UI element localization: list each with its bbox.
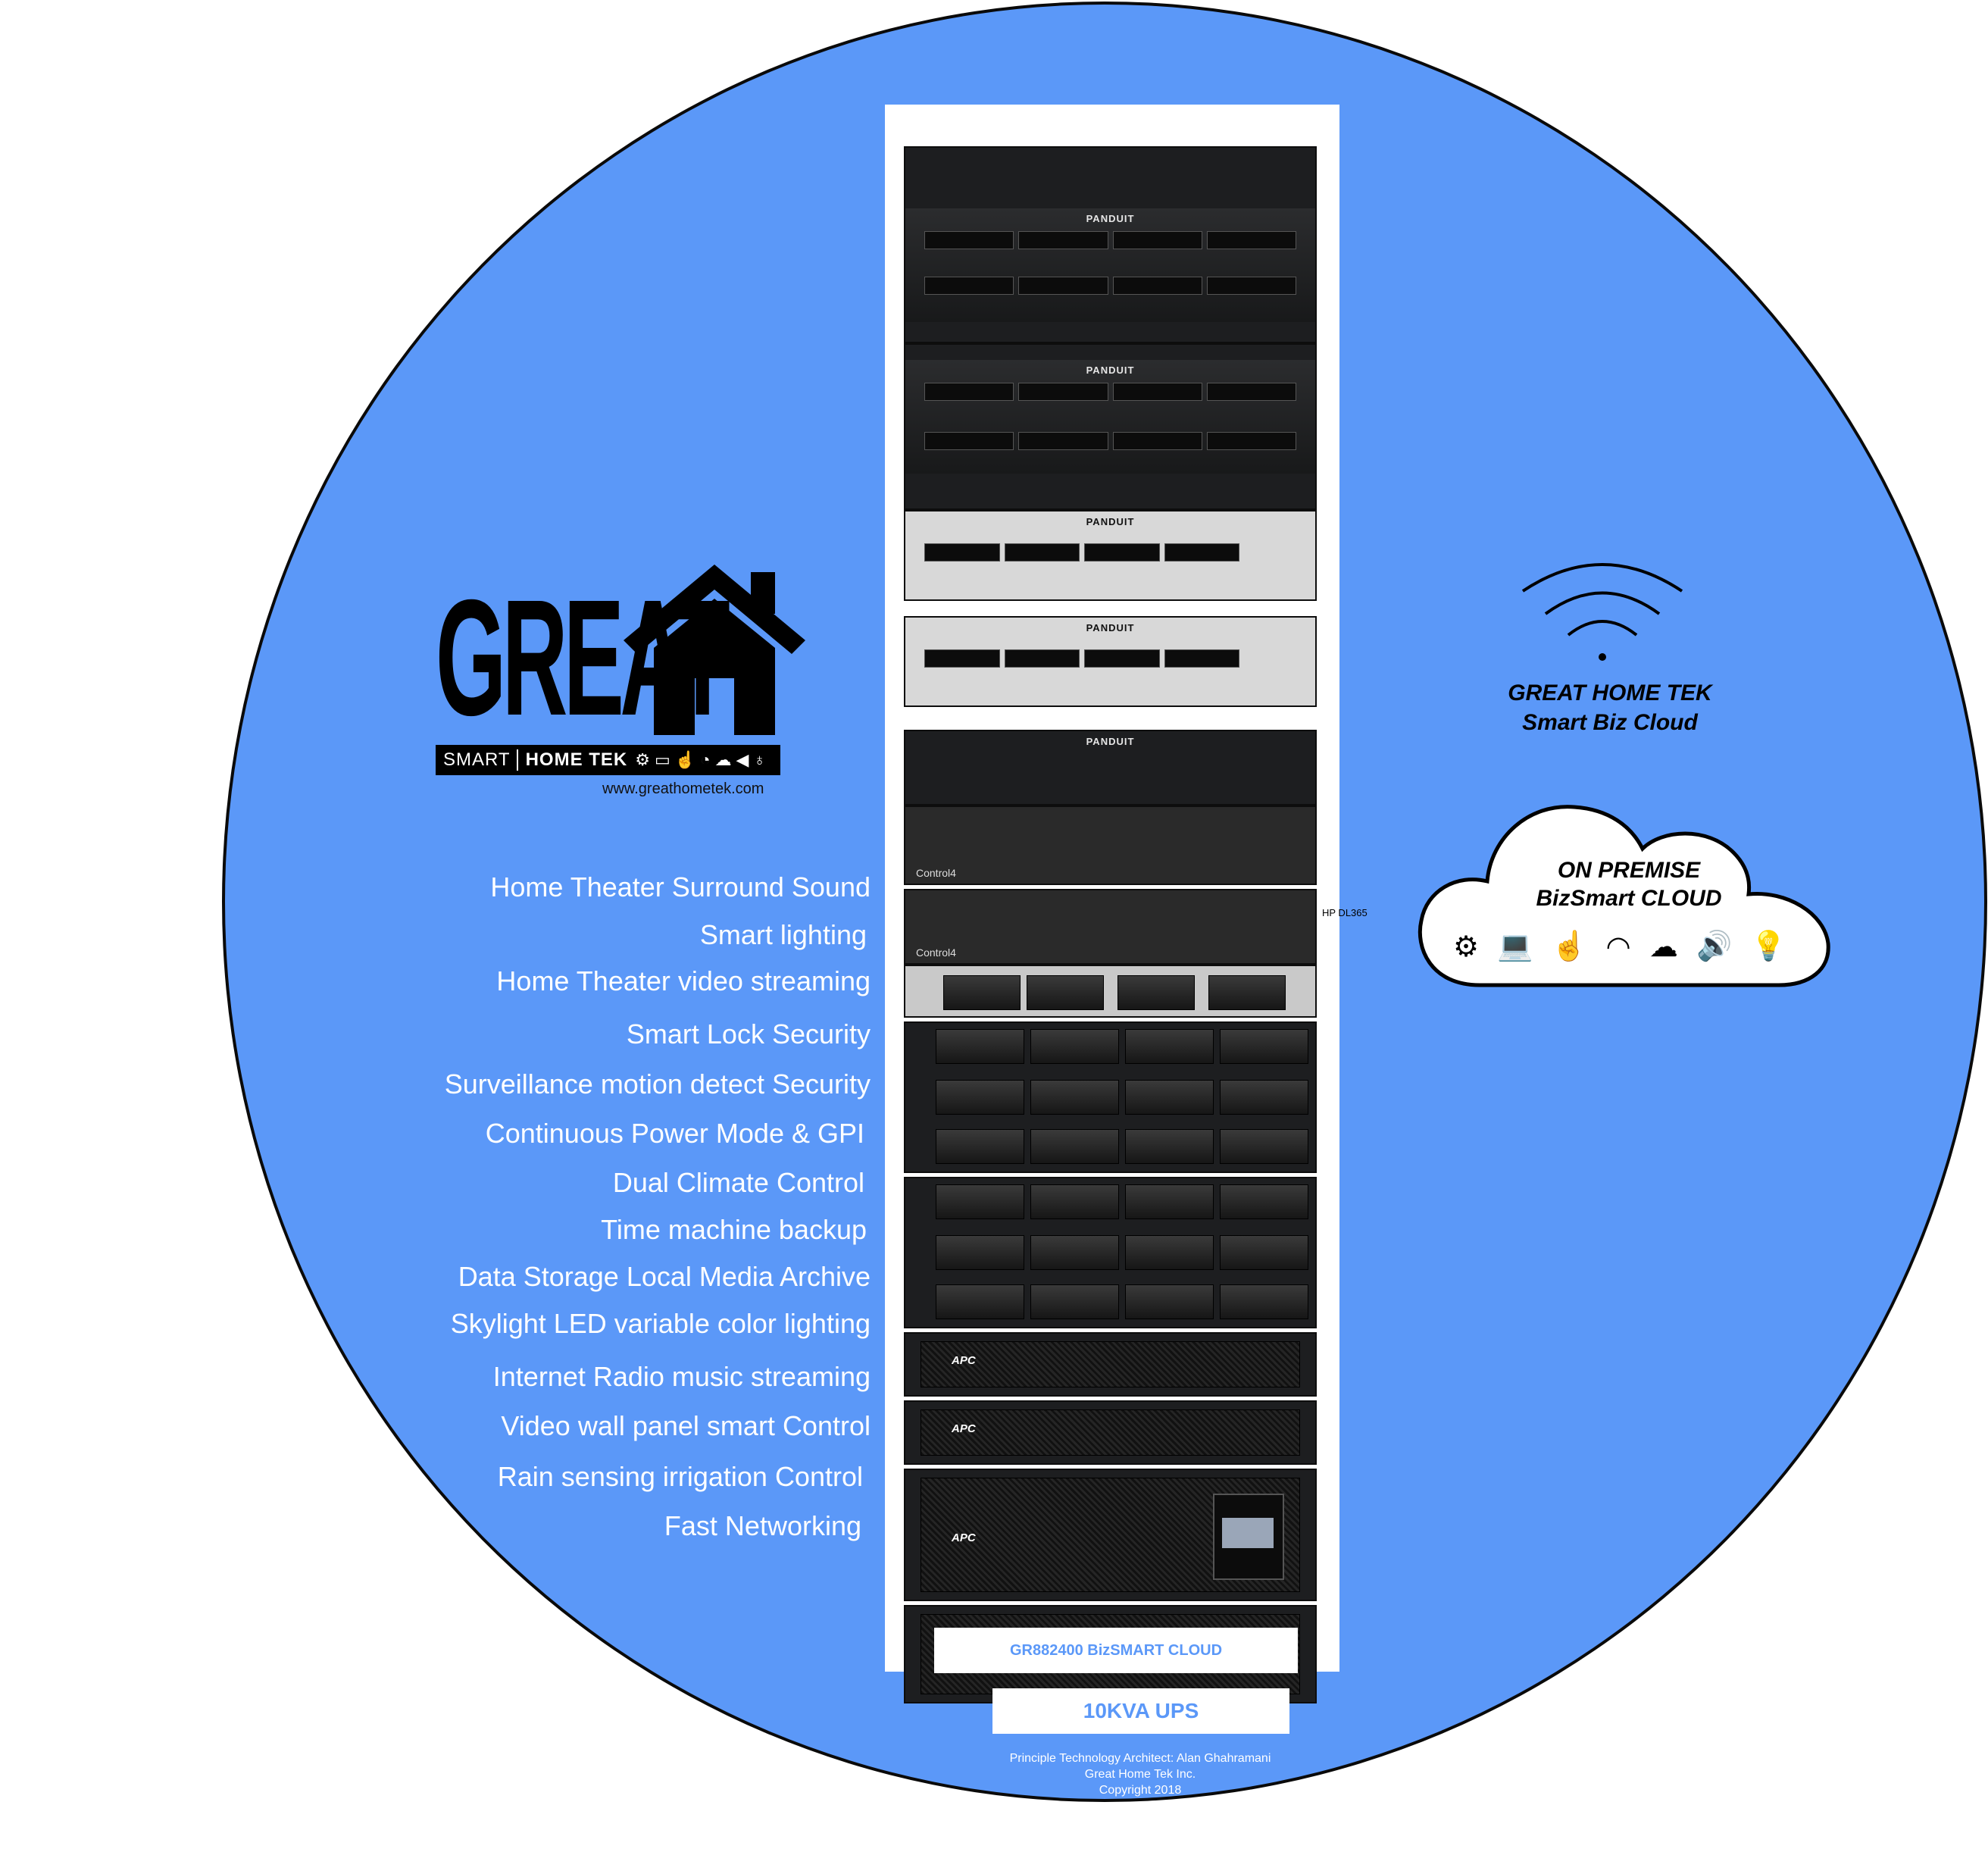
brand-label: PANDUIT	[1086, 364, 1135, 376]
cloud-download-icon: ☁	[714, 750, 732, 769]
cloud-text: ON PREMISE BizSmart CLOUD	[1466, 856, 1792, 912]
laptop-icon: 💻	[1497, 931, 1533, 962]
credits: Principle Technology Architect: Alan Gha…	[962, 1750, 1318, 1798]
storage-array	[904, 1021, 1317, 1173]
feature-item: Dual Climate Control	[612, 1167, 864, 1198]
lightbulb-icon: 💡	[1750, 931, 1786, 962]
credits-company: Great Home Tek Inc.	[1084, 1768, 1196, 1781]
ups-unit: APC	[904, 1400, 1317, 1465]
ups-label: 10KVA UPS	[992, 1688, 1289, 1734]
control4-controller: Control4	[904, 889, 1317, 965]
gears-icon: ⚙	[635, 750, 650, 769]
patch-panel: PANDUIT	[904, 146, 1317, 343]
feature-item: Smart Lock Security	[626, 1018, 871, 1050]
brand-label: PANDUIT	[1086, 213, 1135, 224]
logo-smart: SMART	[436, 749, 518, 771]
gears-icon: ⚙	[1453, 931, 1480, 963]
brand-label: PANDUIT	[1086, 622, 1135, 633]
feature-item: Skylight LED variable color lighting	[450, 1308, 871, 1339]
brand-label: PANDUIT	[1086, 516, 1135, 527]
logo-bar: SMART HOME TEK ⚙ ▭ ☝ ◔ ☁ ◀ ♁	[436, 745, 780, 775]
feature-item: Rain sensing irrigation Control	[497, 1461, 863, 1492]
ups-unit-main: APC	[904, 1469, 1317, 1601]
brand-label: PANDUIT	[1086, 736, 1135, 747]
cloud-line2: BizSmart CLOUD	[1536, 886, 1722, 911]
server-label: HP DL365	[1322, 907, 1368, 918]
rss-icon: ◔	[700, 750, 711, 769]
feature-item: Data Storage Local Media Archive	[458, 1261, 871, 1292]
cloud-brand-title: GREAT HOME TEK Smart Biz Cloud	[1455, 678, 1765, 737]
network-switch: PANDUIT	[904, 510, 1317, 601]
server-rack: PANDUIT PANDUIT PANDUIT PANDUIT PANDUIT …	[885, 105, 1339, 1703]
cloud-shape	[1418, 805, 1830, 987]
speaker-icon: 🔊	[1696, 931, 1733, 962]
great-home-tek-logo: GREAT SMART HOME TEK ⚙ ▭ ☝ ◔ ☁ ◀ ♁ www.g…	[436, 565, 814, 807]
network-switch: PANDUIT	[904, 616, 1317, 707]
patch-panel: PANDUIT	[904, 343, 1317, 510]
apc-label: APC	[952, 1531, 976, 1544]
feature-item: Internet Radio music streaming	[492, 1361, 871, 1392]
cloud-brand-line2: Smart Biz Cloud	[1522, 710, 1698, 735]
feature-item: Continuous Power Mode & GPI	[485, 1118, 864, 1149]
feature-item: Home Theater Surround Sound	[490, 871, 871, 903]
feature-item: Video wall panel smart Control	[501, 1410, 871, 1441]
wifi-icon	[1521, 563, 1683, 661]
laptop-icon: ▭	[654, 750, 670, 769]
lightbulb-icon: ♁	[753, 750, 766, 769]
cloud-download-icon: ☁	[1649, 931, 1678, 963]
touch-icon: ☝	[1551, 931, 1588, 962]
feature-item: Time machine backup	[601, 1214, 867, 1245]
brand-panel: PANDUIT	[904, 730, 1317, 806]
rss-icon: ◠	[1605, 931, 1631, 963]
speaker-icon: ◀	[736, 750, 749, 769]
ups-unit: APC	[904, 1332, 1317, 1397]
credits-copyright: Copyright 2018	[1099, 1784, 1182, 1797]
rack-label: GR882400 BizSMART CLOUD	[934, 1628, 1298, 1673]
control4-label: Control4	[916, 867, 956, 879]
ups-display	[1213, 1494, 1284, 1580]
feature-item: Smart lighting	[699, 919, 867, 950]
cloud-icons: ⚙ 💻 ☝ ◠ ☁ 🔊 💡	[1453, 930, 1786, 964]
control4-controller: Control4	[904, 806, 1317, 885]
feature-item: Fast Networking	[664, 1510, 861, 1541]
credits-architect: Principle Technology Architect: Alan Gha…	[1009, 1752, 1271, 1765]
apc-label: APC	[952, 1422, 976, 1435]
touch-icon: ☝	[674, 750, 696, 769]
feature-item: Home Theater video streaming	[496, 965, 871, 996]
storage-array	[904, 1177, 1317, 1328]
hp-server	[904, 965, 1317, 1018]
feature-item: Surveillance motion detect Security	[444, 1068, 871, 1100]
apc-label: APC	[952, 1354, 976, 1367]
cloud-brand-line1: GREAT HOME TEK	[1508, 680, 1712, 705]
cloud-line1: ON PREMISE	[1557, 858, 1701, 883]
control4-label: Control4	[916, 946, 956, 959]
logo-hometek: HOME TEK	[525, 749, 628, 770]
house-icon	[624, 565, 805, 735]
logo-url: www.greathometek.com	[602, 781, 764, 797]
